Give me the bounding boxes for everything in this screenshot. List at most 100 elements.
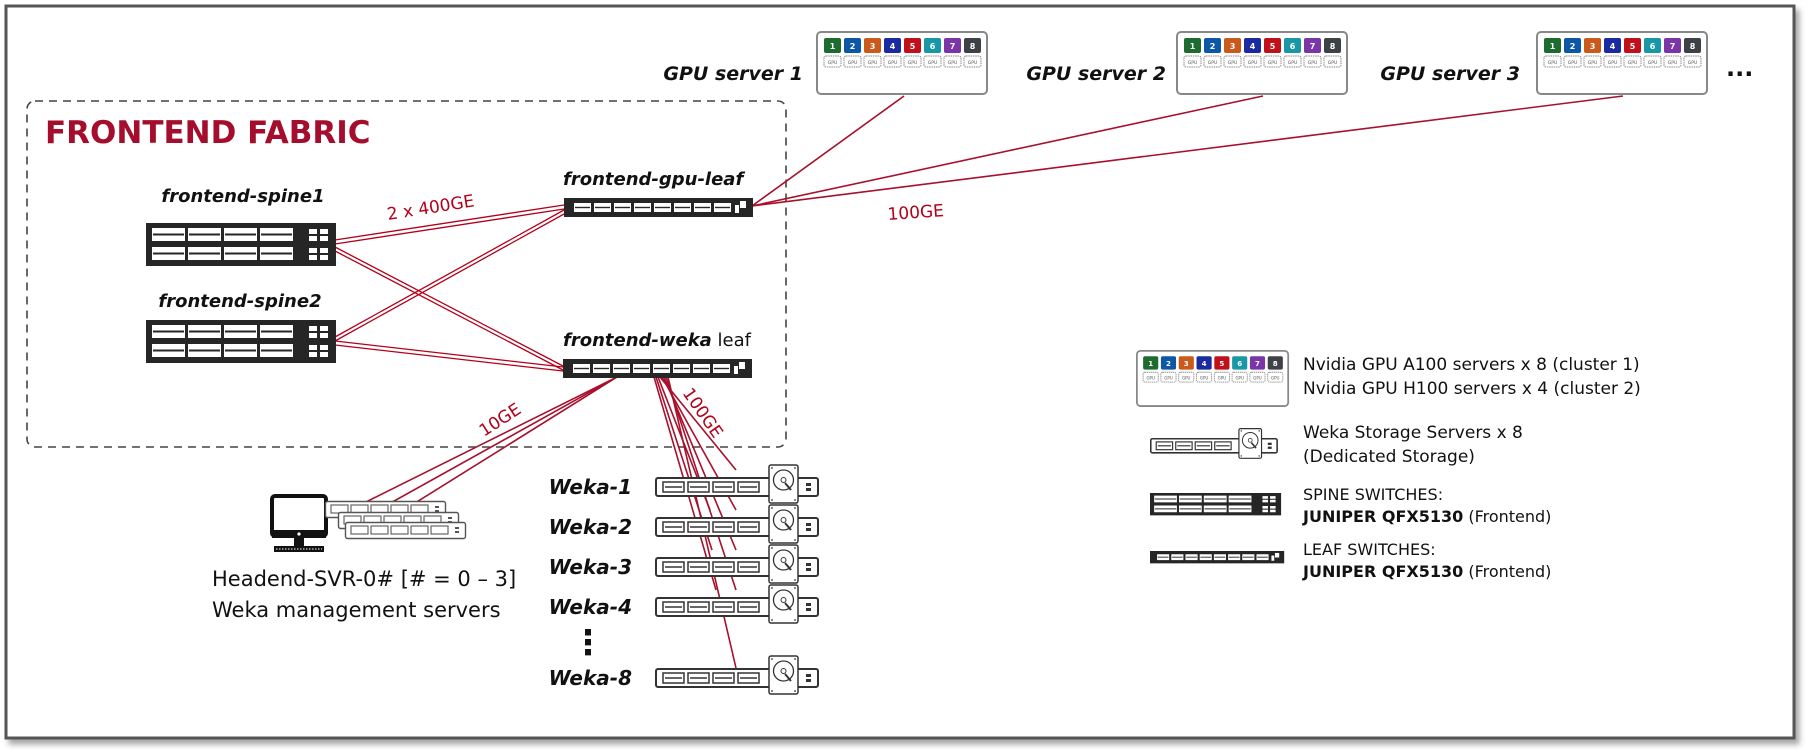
- gpu-slot: [1664, 38, 1681, 53]
- gpu-chip-label: GPU: [1548, 60, 1558, 66]
- weka-server-weka-2[interactable]: Weka-2: [549, 504, 819, 544]
- gpu-chip: [923, 55, 942, 68]
- gpu-slot-number: 2: [850, 42, 856, 51]
- gpu-chip-label: GPU: [1200, 375, 1209, 380]
- gpu-chip-label: GPU: [1228, 60, 1238, 66]
- gpu-server-label: GPU server 1: [663, 63, 803, 85]
- headend-servers[interactable]: Headend-SVR-0# [# = 0 – 3] Weka manageme…: [212, 494, 516, 622]
- gpu-chip: [1623, 55, 1642, 68]
- gpu-slot: [1644, 38, 1661, 53]
- gpu-slot-number: 4: [1250, 42, 1256, 51]
- link-spine1-gpuleaf: [334, 204, 565, 245]
- gpu-chip: [1583, 55, 1602, 68]
- weka-leaf-switch[interactable]: frontend-weka leaf: [562, 330, 753, 379]
- gpu-server-label: GPU server 3: [1380, 63, 1520, 85]
- gpu-chip: [1249, 371, 1266, 383]
- gpu-chip: [1243, 55, 1262, 68]
- gpu-chip: [823, 55, 842, 68]
- gpu-chip: [1183, 55, 1202, 68]
- leaf-switch-icon: [562, 358, 753, 379]
- spine-switch-icon: [145, 319, 337, 364]
- gpu-slot-number: 7: [950, 42, 956, 51]
- gpu-slot: [1224, 38, 1241, 53]
- weka-leaf-label-bold: frontend-weka: [563, 330, 712, 351]
- gpu-slot-number: 1: [1148, 359, 1153, 368]
- gpu-chip-label: GPU: [1568, 60, 1578, 66]
- legend-weka-line2: (Dedicated Storage): [1303, 447, 1475, 467]
- gpu-slot: [864, 38, 881, 53]
- gpu-slot-number: 7: [1670, 42, 1676, 51]
- weka-leaf-label-rest: leaf: [712, 330, 752, 351]
- gpu-chip: [1142, 371, 1159, 383]
- spine-leaf-links: [334, 204, 565, 372]
- gpu-chip-label: GPU: [848, 60, 858, 66]
- gpu-chip: [1603, 55, 1622, 68]
- gpu-slot-number: 1: [1550, 42, 1556, 51]
- weka-server-weka-4[interactable]: Weka-4: [549, 584, 819, 624]
- gpu-server-3[interactable]: GPU server 31GPU2GPU3GPU4GPU5GPU6GPU7GPU…: [1380, 31, 1708, 95]
- gpu-chip-label: GPU: [1628, 60, 1638, 66]
- gpu-chip: [1663, 55, 1682, 68]
- gpu-chip-label: GPU: [1248, 60, 1258, 66]
- gpu-slot-number: 6: [1237, 359, 1242, 368]
- gpu-slot: [1584, 38, 1601, 53]
- gpu-slot: [1232, 356, 1248, 370]
- spine1-switch[interactable]: frontend-spine1: [145, 186, 337, 267]
- gpu-chip-label: GPU: [1668, 60, 1678, 66]
- legend-spine: SPINE SWITCHES: JUNIPER QFX5130 (Fronten…: [1149, 485, 1551, 526]
- gpu-chip-label: GPU: [1164, 375, 1173, 380]
- legend-leaf-line2: JUNIPER QFX5130 (Frontend): [1302, 562, 1551, 581]
- gpu-slot: [1604, 38, 1621, 53]
- gpu-servers: GPU server 11GPU2GPU3GPU4GPU5GPU6GPU7GPU…: [663, 31, 1708, 95]
- gpu-chip-label: GPU: [868, 60, 878, 66]
- gpu-chip: [1683, 55, 1702, 68]
- gpu-slot: [1160, 356, 1177, 370]
- weka-server-weka-8[interactable]: Weka-8: [549, 655, 819, 695]
- weka-server-label: Weka-2: [549, 515, 632, 539]
- gpu-slot: [1264, 38, 1281, 53]
- gpu-chip: [1203, 55, 1222, 68]
- spine1-label: frontend-spine1: [161, 186, 324, 207]
- gpu-slot-number: 8: [970, 42, 976, 51]
- gpu-chip-label: GPU: [1235, 375, 1244, 380]
- gpu-chip-label: GPU: [1253, 375, 1262, 380]
- gpu-leaf-switch[interactable]: frontend-gpu-leaf: [563, 169, 754, 218]
- gpu-slot: [964, 38, 981, 53]
- gpu-chip: [1267, 371, 1284, 383]
- gpu-server-1[interactable]: GPU server 11GPU2GPU3GPU4GPU5GPU6GPU7GPU…: [663, 31, 988, 95]
- gpu-leaf-label: frontend-gpu-leaf: [563, 169, 745, 190]
- legend-leaf-model: JUNIPER QFX5130: [1302, 562, 1463, 581]
- spine-switch-icon: [1149, 492, 1282, 517]
- spine2-switch[interactable]: frontend-spine2: [145, 291, 337, 364]
- gpu-slot-number: 4: [890, 42, 896, 51]
- gpu-slot: [1564, 38, 1581, 53]
- gpu-chip-label: GPU: [908, 60, 918, 66]
- frontend-fabric-title: FRONTEND FABRIC: [45, 115, 371, 151]
- gpu-slot-number: 5: [1630, 42, 1636, 51]
- gpu-chip: [1178, 371, 1195, 383]
- weka-server-weka-3[interactable]: Weka-3: [549, 544, 819, 584]
- gpu-slot: [1544, 38, 1561, 53]
- weka-ellipsis: ⋮: [571, 623, 605, 663]
- gpu-chip: [1263, 55, 1282, 68]
- gpu-chip: [1323, 55, 1342, 68]
- gpu-slot-number: 2: [1166, 359, 1171, 368]
- gpu-chip-label: GPU: [1328, 60, 1338, 66]
- weka-server-weka-1[interactable]: Weka-1: [549, 464, 819, 504]
- gpu-slot-number: 6: [1290, 42, 1296, 51]
- gpu-chip: [943, 55, 962, 68]
- gpu-slot-number: 8: [1330, 42, 1336, 51]
- gpu-chip-label: GPU: [828, 60, 838, 66]
- gpu-slot: [1178, 356, 1194, 370]
- link-label-gpu-uplink: 100GE: [887, 201, 945, 225]
- gpu-chip: [903, 55, 922, 68]
- gpu-server-2[interactable]: GPU server 21GPU2GPU3GPU4GPU5GPU6GPU7GPU…: [1026, 31, 1348, 95]
- gpu-slot: [844, 38, 861, 53]
- gpu-slot: [1204, 38, 1221, 53]
- gpu-slot: [884, 38, 901, 53]
- gpu-chip: [1643, 55, 1662, 68]
